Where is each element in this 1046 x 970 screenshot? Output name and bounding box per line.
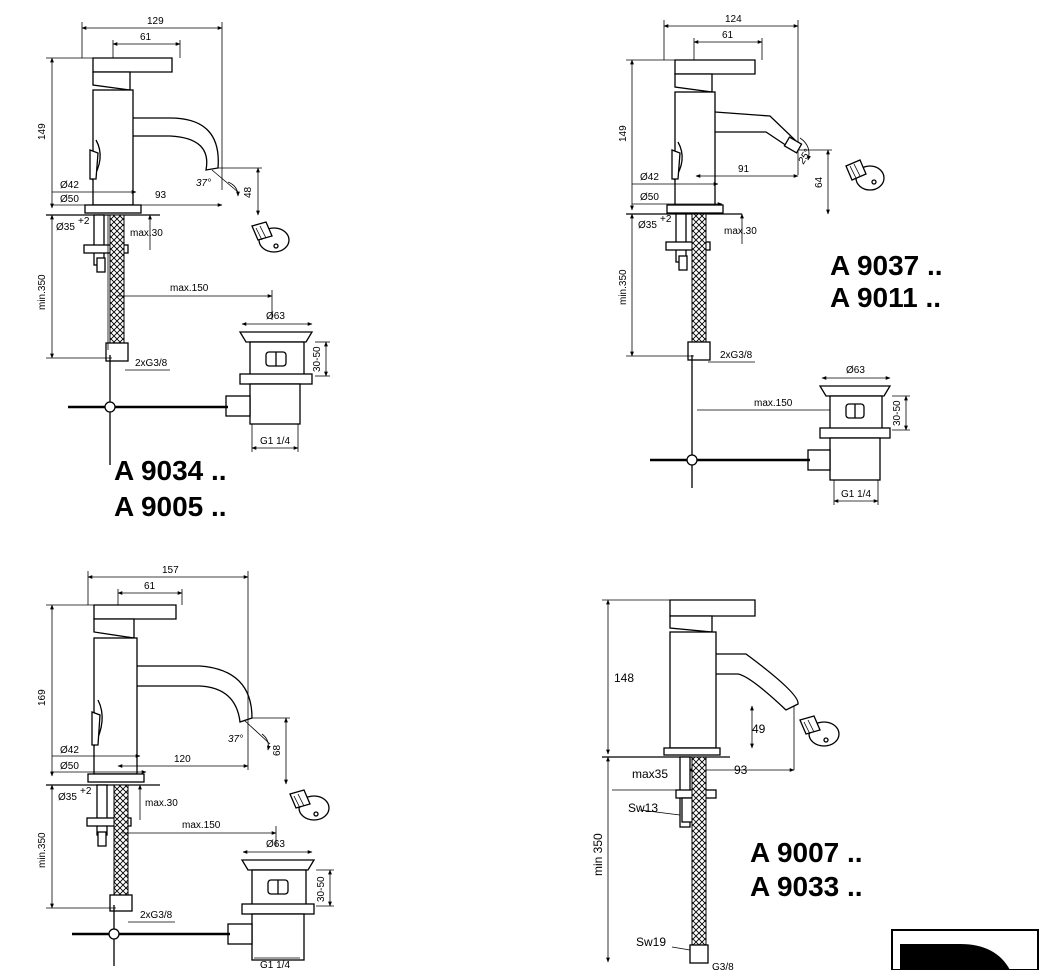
dim-height: 149 <box>618 125 629 142</box>
dim-connection: 2xG3/8 <box>140 910 173 921</box>
dim-base-dia: Ø50 <box>640 192 659 203</box>
dim-lever: 61 <box>144 581 156 592</box>
spout <box>716 653 799 711</box>
dim-waste-thread: G1 1/4 <box>260 436 290 447</box>
dim-height: 149 <box>37 123 48 140</box>
dim-base-dia: Ø50 <box>60 761 79 772</box>
dim-reach: 93 <box>734 763 748 777</box>
base-plate <box>84 204 142 214</box>
dim-min-hose: min 350 <box>591 833 605 876</box>
spout <box>133 117 219 171</box>
dim-max-offset: max.150 <box>754 398 793 409</box>
braided-hose <box>113 784 129 898</box>
spout <box>137 665 253 723</box>
dim-max-deck: max35 <box>632 767 668 781</box>
dim-reach: 120 <box>174 754 191 765</box>
dim-waste-range: 30-50 <box>316 876 327 902</box>
flow-aerator-icon <box>799 715 840 747</box>
lever-handle <box>92 57 173 73</box>
dim-max-offset: max.150 <box>182 820 221 831</box>
dim-wrench-top: Sw13 <box>628 801 658 815</box>
model-primary: A 9007 .. <box>750 837 863 868</box>
waste-flange <box>238 331 314 343</box>
dim-waste-dia: Ø63 <box>846 365 865 376</box>
ideal-standard-logo-icon <box>891 929 1039 970</box>
model-primary: A 9037 .. <box>830 250 943 281</box>
dim-waste-range: 30-50 <box>312 346 323 372</box>
flow-aerator-icon <box>289 789 330 821</box>
flow-aerator-icon <box>845 159 885 191</box>
dim-max-deck: max.30 <box>130 228 163 239</box>
dim-hole-dia: Ø35 <box>56 222 75 233</box>
dim-body-dia: Ø42 <box>640 172 659 183</box>
dim-hole-dia: Ø35 <box>58 792 77 803</box>
dim-body-dia: Ø42 <box>60 745 79 756</box>
model-secondary: A 9005 .. <box>114 491 227 522</box>
dim-spout-height: 68 <box>272 744 283 756</box>
model-primary: A 9034 .. <box>114 455 227 486</box>
dim-max-deck: max.30 <box>145 798 178 809</box>
dim-angle: 37° <box>196 178 211 189</box>
dim-connection: 2xG3/8 <box>135 358 168 369</box>
mixer-body <box>669 631 717 749</box>
dim-height: 169 <box>37 689 48 706</box>
dim-spout-height: 64 <box>814 176 825 188</box>
dim-lever: 61 <box>140 32 152 43</box>
drawing-a9034: 129 61 149 37° Ø42 Ø50 93 48 Ø35 +2 <box>37 16 330 522</box>
dim-connection: 2xG3/8 <box>720 350 753 361</box>
dim-base-dia: Ø50 <box>60 194 79 205</box>
dim-spout-height: 49 <box>752 722 766 736</box>
dim-max-offset: max.150 <box>170 283 209 294</box>
dim-hole-tol: +2 <box>80 786 92 797</box>
dim-hole-tol: +2 <box>78 216 90 227</box>
dim-body-dia: Ø42 <box>60 180 79 191</box>
dim-overall-width: 129 <box>147 16 164 27</box>
spout <box>714 111 796 149</box>
braided-hose <box>691 213 707 345</box>
dim-overall-width: 157 <box>162 565 179 576</box>
dim-min-hose: min.350 <box>37 832 48 868</box>
dim-wrench-bottom: Sw19 <box>636 935 666 949</box>
dim-reach: 91 <box>738 164 750 175</box>
drawing-a9037: 124 61 149 25° Ø42 Ø50 91 64 Ø35 +2 max.… <box>618 14 943 505</box>
mixer-body <box>674 91 716 206</box>
dim-angle: 37° <box>228 734 243 745</box>
model-secondary: A 9011 .. <box>830 282 941 313</box>
dim-reach: 93 <box>155 190 167 201</box>
dim-connection: G3/8 <box>712 962 734 970</box>
model-secondary: A 9033 .. <box>750 871 863 902</box>
dim-angle: 25° <box>796 148 814 167</box>
dim-waste-dia: Ø63 <box>266 311 285 322</box>
dim-min-hose: min.350 <box>37 274 48 310</box>
dim-waste-thread: G1 1/4 <box>260 960 290 970</box>
drawing-a9003: 157 61 169 37° Ø42 Ø50 120 68 Ø35 +2 max… <box>37 565 334 970</box>
dim-hole-dia: Ø35 <box>638 220 657 231</box>
dim-min-hose: min.350 <box>618 269 629 305</box>
dim-waste-dia: Ø63 <box>266 839 285 850</box>
dim-height: 148 <box>614 671 634 685</box>
mixer-body <box>93 637 138 775</box>
dim-max-deck: max.30 <box>724 226 757 237</box>
dim-waste-range: 30-50 <box>892 400 903 426</box>
flow-aerator-icon <box>251 221 290 253</box>
dim-hole-tol: +2 <box>660 214 672 225</box>
dim-overall-width: 124 <box>725 14 742 25</box>
dim-lever: 61 <box>722 30 734 41</box>
dim-spout-height: 48 <box>243 186 254 198</box>
braided-hose <box>691 756 707 948</box>
drawing-a9007: 148 49 93 max35 Sw13 min 350 Sw19 G3/8 A <box>591 599 863 970</box>
dim-waste-thread: G1 1/4 <box>841 489 871 500</box>
braided-hose <box>109 214 125 346</box>
